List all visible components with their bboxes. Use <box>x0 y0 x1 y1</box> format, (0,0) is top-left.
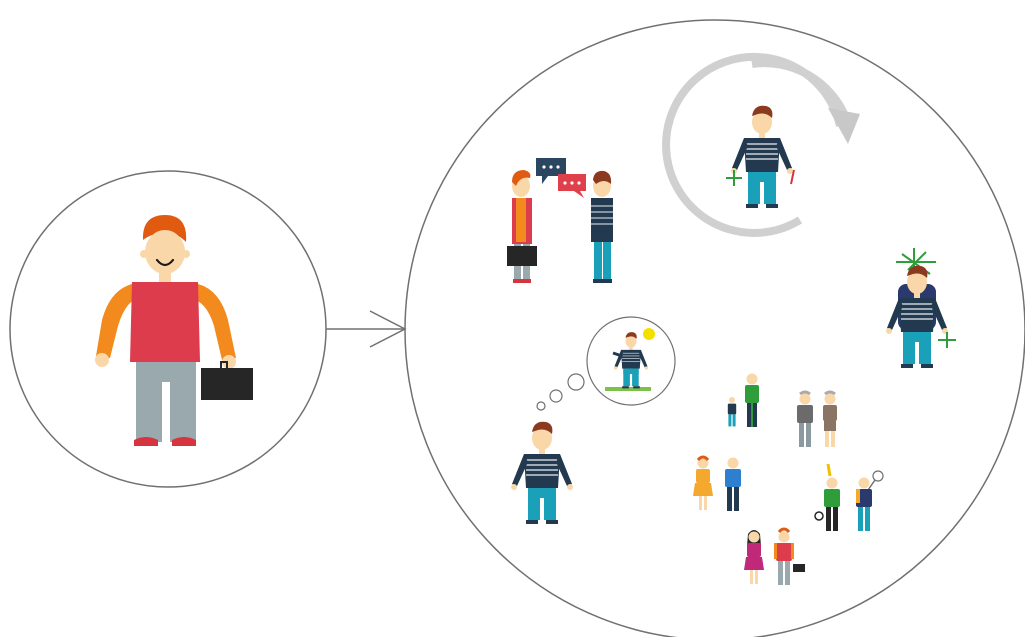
family-groups-icon <box>693 373 884 585</box>
conversation-icon <box>507 158 613 283</box>
right-circle <box>404 19 1025 637</box>
worker-with-briefcase-icon <box>95 215 253 446</box>
arrow-right-icon <box>326 310 407 348</box>
backpack-hiker-icon <box>885 248 956 369</box>
cyclical-rotation-icon <box>662 52 860 237</box>
daydream-icon <box>510 316 676 525</box>
